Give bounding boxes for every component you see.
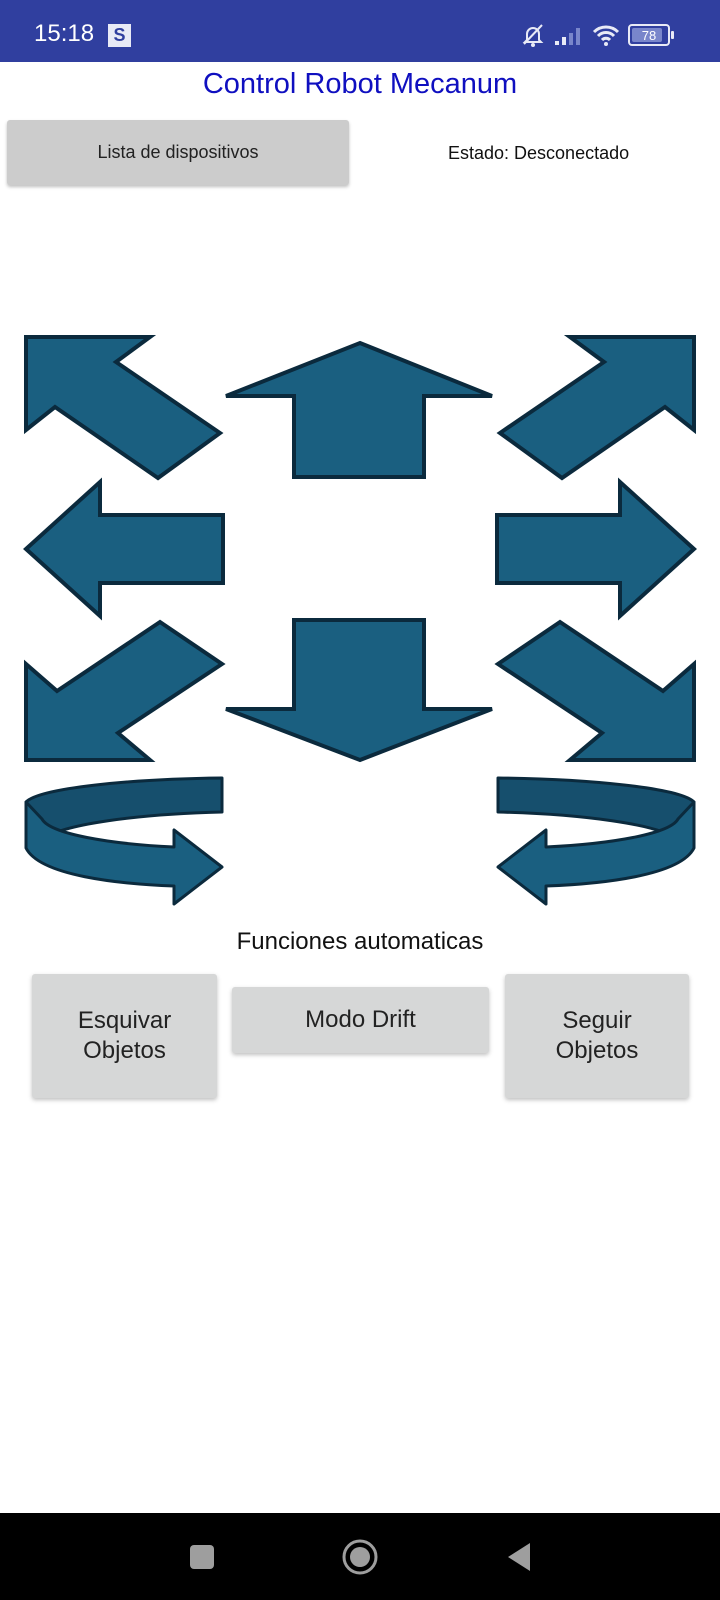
arrow-down-right-icon[interactable]	[494, 619, 696, 762]
avoid-objects-label-2: Objetos	[83, 1037, 166, 1064]
avoid-objects-button[interactable]: Esquivar Objetos	[32, 974, 217, 1098]
follow-objects-label-2: Objetos	[555, 1037, 639, 1064]
battery-icon: 78	[628, 24, 674, 46]
clock: 15:18	[34, 20, 95, 47]
wifi-icon	[592, 25, 620, 46]
connection-status: Estado: Desconectado	[448, 143, 630, 163]
rotate-counterclockwise-icon[interactable]	[496, 776, 696, 906]
follow-objects-label-1: Seguir	[562, 1007, 632, 1034]
back-button[interactable]	[497, 1535, 541, 1579]
app-title: Control Robot Mecanum	[202, 68, 518, 100]
rotate-clockwise-icon[interactable]	[24, 776, 224, 906]
arrow-down-left-icon[interactable]	[24, 619, 226, 762]
arrow-down-icon[interactable]	[225, 618, 493, 763]
battery-level: 78	[641, 27, 657, 43]
back-icon	[508, 1543, 530, 1571]
home-button[interactable]	[338, 1535, 382, 1579]
arrow-left-icon[interactable]	[23, 477, 225, 621]
drift-mode-label: Modo Drift	[305, 1006, 416, 1033]
status-bar: 15:18 S 78	[0, 0, 720, 62]
avoid-objects-label-1: Esquivar	[77, 1007, 172, 1034]
app-notification-icon: S	[108, 24, 131, 47]
arrow-right-icon[interactable]	[495, 477, 697, 621]
bell-muted-icon	[522, 24, 544, 47]
navigation-bar	[0, 1513, 720, 1600]
device-list-button[interactable]: Lista de dispositivos	[7, 120, 349, 185]
home-icon	[342, 1539, 378, 1575]
recents-icon	[190, 1545, 214, 1569]
auto-functions-label: Funciones automaticas	[236, 928, 484, 955]
status-icons: 78	[520, 22, 674, 48]
arrow-up-icon[interactable]	[225, 340, 493, 479]
direction-pad	[0, 320, 720, 920]
signal-icon	[555, 28, 580, 45]
drift-mode-button[interactable]: Modo Drift	[232, 987, 489, 1053]
follow-objects-button[interactable]: Seguir Objetos	[505, 974, 689, 1098]
arrow-up-left-icon[interactable]	[24, 335, 224, 481]
arrow-up-right-icon[interactable]	[496, 335, 696, 481]
recents-button[interactable]	[180, 1535, 224, 1579]
